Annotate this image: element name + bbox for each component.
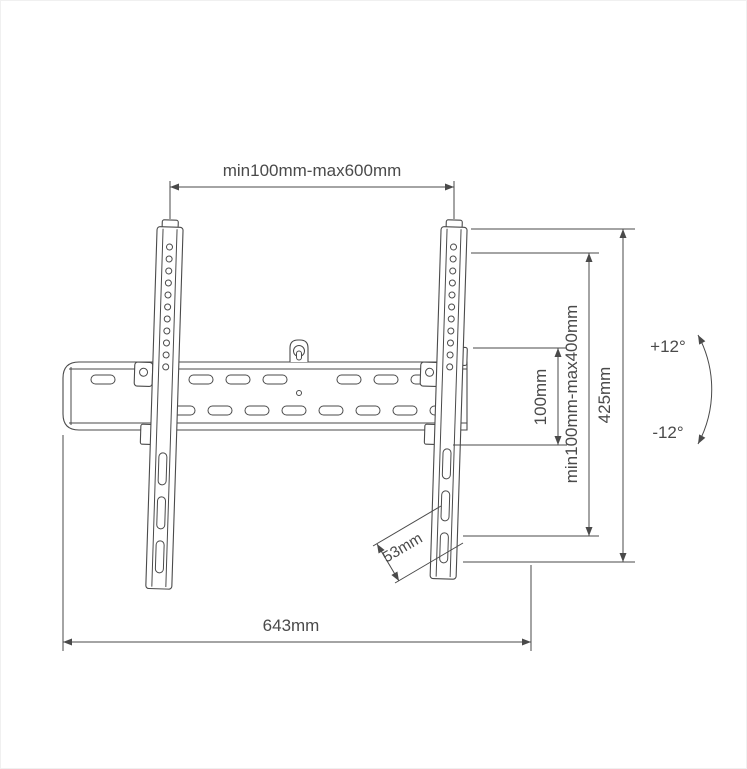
keyhole-tab — [289, 339, 309, 362]
right-bracket-holes — [446, 243, 457, 371]
center-pilot-hole — [296, 390, 302, 396]
right-bracket — [419, 219, 468, 580]
bracket-height-label: 425mm — [595, 367, 614, 424]
right-bracket-body — [429, 226, 468, 580]
left-bracket-holes — [162, 243, 173, 371]
tilt-arc-arrow — [697, 334, 713, 445]
left-bracket-slots — [154, 452, 168, 574]
left-bracket — [133, 219, 184, 590]
vesa-width-label: min100mm-max600mm — [223, 161, 402, 180]
tilt-indicator: +12° -12° — [650, 334, 713, 445]
depth-label: 53mm — [380, 530, 426, 567]
plate-height-label: 100mm — [531, 369, 550, 426]
left-bracket-body — [145, 226, 184, 590]
total-width-label: 643mm — [263, 616, 320, 635]
dimension-vesa-width: min100mm-max600mm — [169, 161, 455, 219]
vesa-height-label: min100mm-max400mm — [562, 305, 581, 484]
tilt-down-label: -12° — [652, 423, 683, 442]
dimension-plate-height: 100mm — [453, 347, 567, 446]
wall-plate — [62, 339, 468, 431]
wall-plate-outline — [62, 361, 468, 431]
dimension-total-width: 643mm — [62, 435, 532, 651]
dimension-bracket-height: 425mm — [463, 228, 635, 563]
dimension-vesa-height: min100mm-max400mm — [463, 252, 599, 537]
tilt-up-label: +12° — [650, 337, 686, 356]
